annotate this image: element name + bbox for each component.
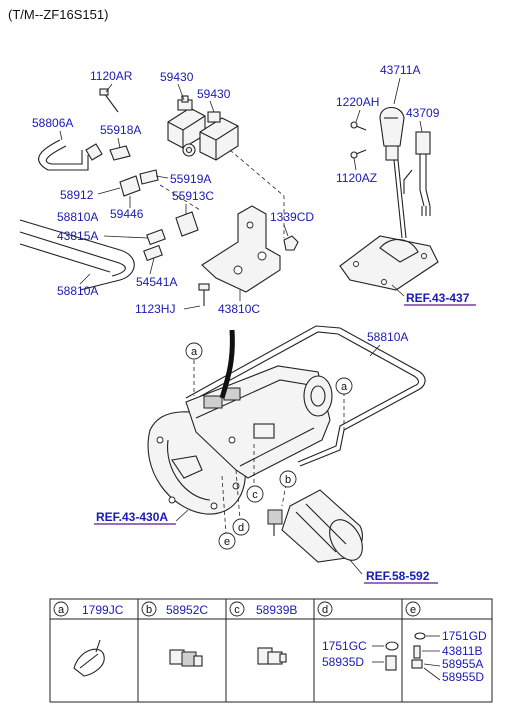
nipple-icon: [411, 659, 423, 669]
legend-b-letter: b: [146, 604, 152, 616]
callout-e-text: e: [224, 536, 230, 548]
label-1339CD: 1339CD: [270, 210, 314, 224]
label-43815A: 43815A: [57, 229, 98, 243]
oring-icon: [385, 641, 399, 651]
union-58952C-drawing: [169, 649, 203, 667]
callout-e: [218, 532, 236, 550]
legend-a-badge: [53, 601, 69, 617]
legend-e-part-4: 58955D: [442, 670, 484, 684]
washer-icon: [414, 632, 426, 640]
legend-e-part-2: 43811B: [442, 644, 482, 658]
callout-b: [279, 470, 297, 488]
label-43810C: 43810C: [218, 302, 260, 316]
pin-icon: [413, 645, 421, 659]
callout-d-text: d: [238, 522, 244, 534]
ref-58-592[interactable]: REF.58-592: [366, 569, 430, 583]
ref-43-430A[interactable]: REF.43-430A: [96, 510, 168, 524]
clip-1799JC-drawing: [73, 639, 105, 677]
fitting-58939B-drawing: [257, 647, 287, 665]
callout-b-text: b: [285, 474, 291, 486]
label-58912: 58912: [60, 188, 94, 202]
ref-43-437[interactable]: REF.43-437: [406, 291, 470, 305]
legend-c-badge: [229, 601, 245, 617]
legend-d-part-2: 58935D: [322, 655, 364, 669]
callout-a-left-text: a: [191, 346, 198, 358]
label-55919A: 55919A: [170, 172, 211, 186]
legend-table: [49, 598, 493, 703]
label-1123HJ: 1123HJ: [135, 302, 175, 316]
callout-a-right-text: a: [341, 381, 348, 393]
valve-assembly-drawing: [19, 88, 299, 306]
legend-c-part: 58939B: [256, 603, 297, 617]
label-58806A: 58806A: [32, 116, 73, 130]
label-55913C: 55913C: [172, 189, 214, 203]
shift-lever-drawing: [339, 106, 439, 291]
legend-b-badge: [141, 601, 157, 617]
callout-d: [232, 518, 250, 536]
callout-c-text: c: [252, 489, 258, 501]
legend-a-letter: a: [58, 604, 65, 616]
legend-e-letter: e: [410, 604, 416, 616]
diagram-title: (T/M--ZF16S151): [8, 7, 108, 22]
label-1220AH: 1220AH: [336, 95, 379, 109]
label-58810A-1: 58810A: [57, 210, 98, 224]
label-58810A-2: 58810A: [57, 284, 98, 298]
legend-a-part: 1799JC: [82, 603, 124, 617]
label-54541A: 54541A: [136, 275, 177, 289]
legend-c-letter: c: [234, 604, 240, 616]
callout-c: [246, 485, 264, 503]
legend-b-part: 58952C: [166, 603, 208, 617]
legend-d-badge: [317, 601, 333, 617]
label-58810A-3: 58810A: [367, 330, 408, 344]
plug-icon: [385, 655, 397, 671]
legend-d-letter: d: [322, 604, 328, 616]
label-55918A: 55918A: [100, 123, 141, 137]
label-43709: 43709: [406, 106, 440, 120]
legend-d-part-1: 1751GC: [322, 639, 367, 653]
label-59430-a: 59430: [160, 70, 194, 84]
legend-e-part-1: 1751GD: [442, 629, 487, 643]
air-dryer-drawing: [267, 489, 363, 563]
callout-a-right: [335, 377, 353, 395]
label-59430-b: 59430: [197, 87, 231, 101]
label-59446: 59446: [110, 207, 144, 221]
label-1120AZ: 1120AZ: [336, 171, 377, 185]
legend-e-part-3: 58955A: [442, 657, 483, 671]
transmission-drawing: [147, 325, 426, 535]
callout-a-left: [185, 342, 203, 360]
label-43711A: 43711A: [380, 63, 420, 77]
label-1120AR: 1120AR: [90, 69, 133, 83]
legend-e-badge: [405, 601, 421, 617]
